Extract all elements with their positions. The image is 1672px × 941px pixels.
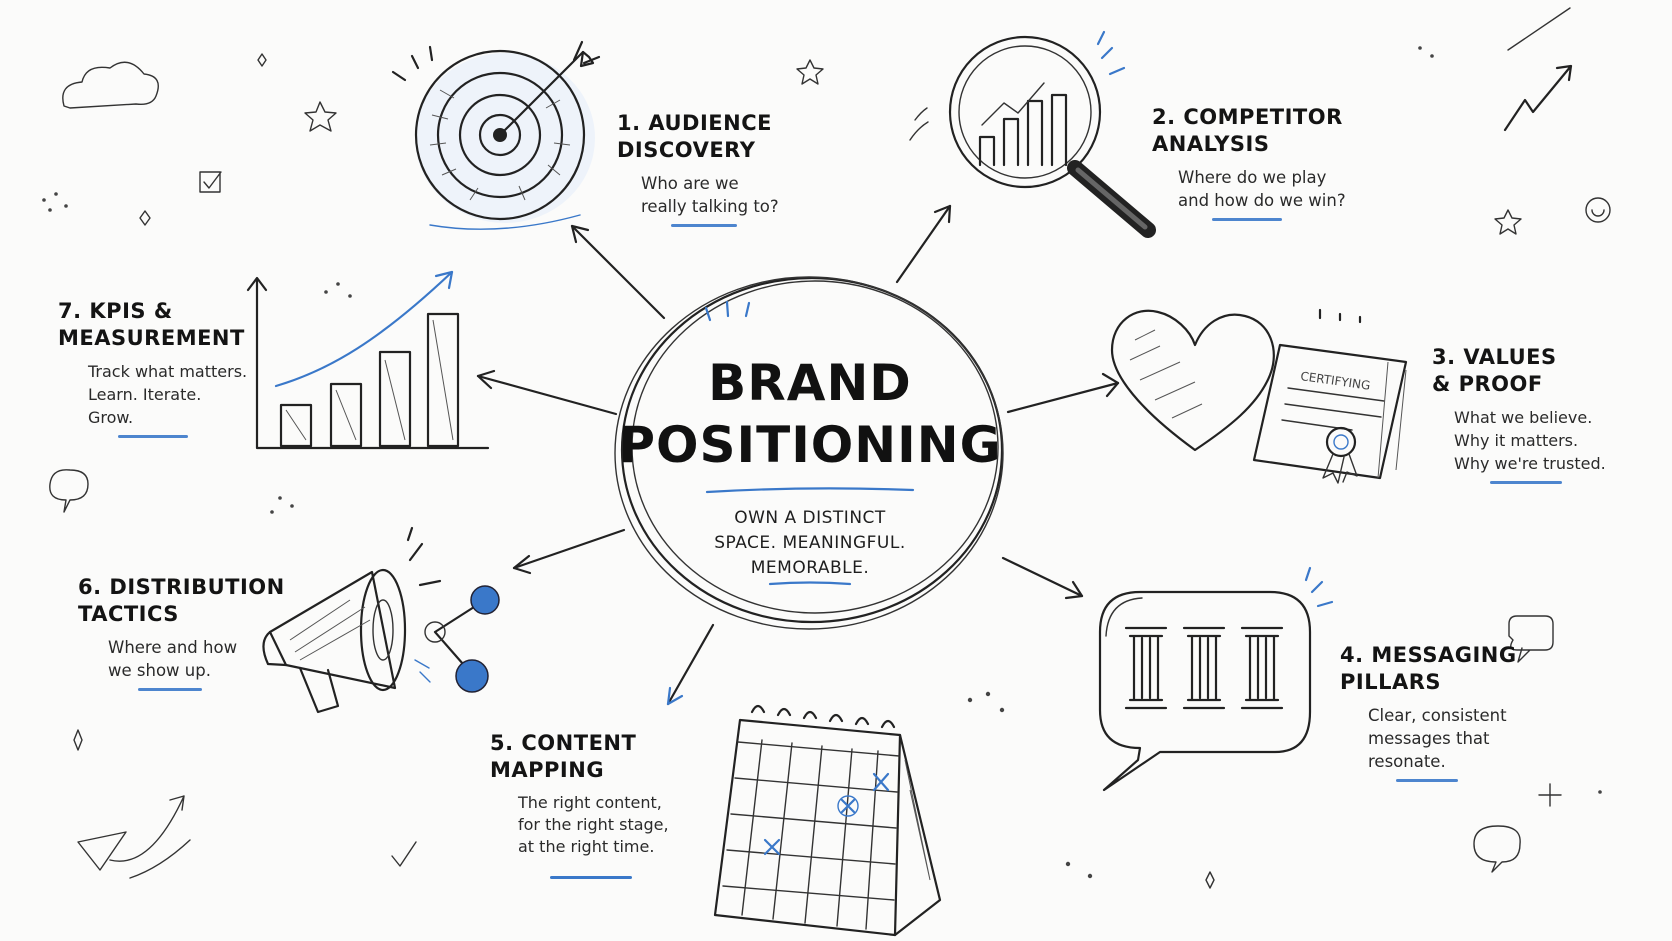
node-underline xyxy=(671,224,737,227)
node-title: 5. CONTENT MAPPING xyxy=(490,731,637,782)
node-underline xyxy=(118,435,188,438)
node-underline xyxy=(1212,218,1282,221)
node-title: 6. DISTRIBUTION TACTICS xyxy=(78,575,285,626)
node-title: 4. MESSAGING PILLARS xyxy=(1340,643,1517,694)
node-underline xyxy=(1490,481,1562,484)
center-circle xyxy=(614,276,1004,630)
star-icon xyxy=(1494,209,1522,235)
node-underline xyxy=(550,876,632,879)
paper-plane-icon xyxy=(77,795,191,879)
chat-bubble-icon xyxy=(1473,825,1521,873)
connector-arrows xyxy=(476,204,1120,706)
calendar-icon xyxy=(713,704,942,937)
node-description: Where do we play and how do we win? xyxy=(1178,168,1346,210)
star-icon xyxy=(796,59,824,85)
node-title: 7. KPIS & MEASUREMENT xyxy=(58,299,245,350)
checkmark-icon xyxy=(391,841,417,867)
star-icon xyxy=(304,101,337,132)
node-messaging-pillars: 4. MESSAGING PILLARS Clear, consistent m… xyxy=(1340,642,1517,782)
magnifier-chart-icon xyxy=(909,30,1156,238)
node-audience-discovery: 1. AUDIENCE DISCOVERY Who are we really … xyxy=(617,110,779,227)
megaphone-icon xyxy=(262,526,500,714)
chat-bubble-icon xyxy=(1508,615,1554,663)
node-description: What we believe. Why it matters. Why we'… xyxy=(1454,408,1606,473)
circle-doodle-icon xyxy=(1585,197,1611,223)
pillars-speech-bubble-icon xyxy=(1098,566,1334,792)
checkbox-icon xyxy=(199,171,222,193)
heart-certificate-icon xyxy=(1110,308,1408,484)
certificate-label: CERTIFYING xyxy=(1300,369,1372,393)
node-description: Who are we really talking to? xyxy=(641,174,779,216)
plus-icon xyxy=(1538,783,1562,807)
node-description: Where and how we show up. xyxy=(108,638,238,680)
growth-chart-icon xyxy=(246,270,490,450)
chat-bubble-icon xyxy=(49,469,89,513)
center-title: BRAND POSITIONING xyxy=(618,354,1002,474)
node-description: The right content, for the right stage, … xyxy=(518,793,669,856)
center-tagline: OWN A DISTINCT SPACE. MEANINGFUL. MEMORA… xyxy=(714,508,906,578)
node-content-mapping: 5. CONTENT MAPPING The right content, fo… xyxy=(490,730,669,858)
node-description: Track what matters. Learn. Iterate. Grow… xyxy=(88,362,248,427)
trend-arrow-icon xyxy=(1503,64,1573,132)
node-title: 2. COMPETITOR ANALYSIS xyxy=(1152,105,1343,156)
node-values-proof: 3. VALUES & PROOF What we believe. Why i… xyxy=(1432,344,1606,484)
node-distribution-tactics: 6. DISTRIBUTION TACTICS Where and how we… xyxy=(78,574,285,691)
node-title: 3. VALUES & PROOF xyxy=(1432,345,1557,396)
node-description: Clear, consistent messages that resonate… xyxy=(1368,706,1507,771)
node-title: 1. AUDIENCE DISCOVERY xyxy=(617,111,772,162)
node-kpis-measurement: 7. KPIS & MEASUREMENT Track what matters… xyxy=(58,298,247,438)
target-icon xyxy=(391,40,601,230)
cloud-icon xyxy=(62,61,159,109)
node-underline xyxy=(1396,779,1458,782)
node-competitor-analysis: 2. COMPETITOR ANALYSIS Where do we play … xyxy=(1152,104,1346,221)
decorative-doodles xyxy=(42,7,1611,889)
node-underline xyxy=(138,688,202,691)
